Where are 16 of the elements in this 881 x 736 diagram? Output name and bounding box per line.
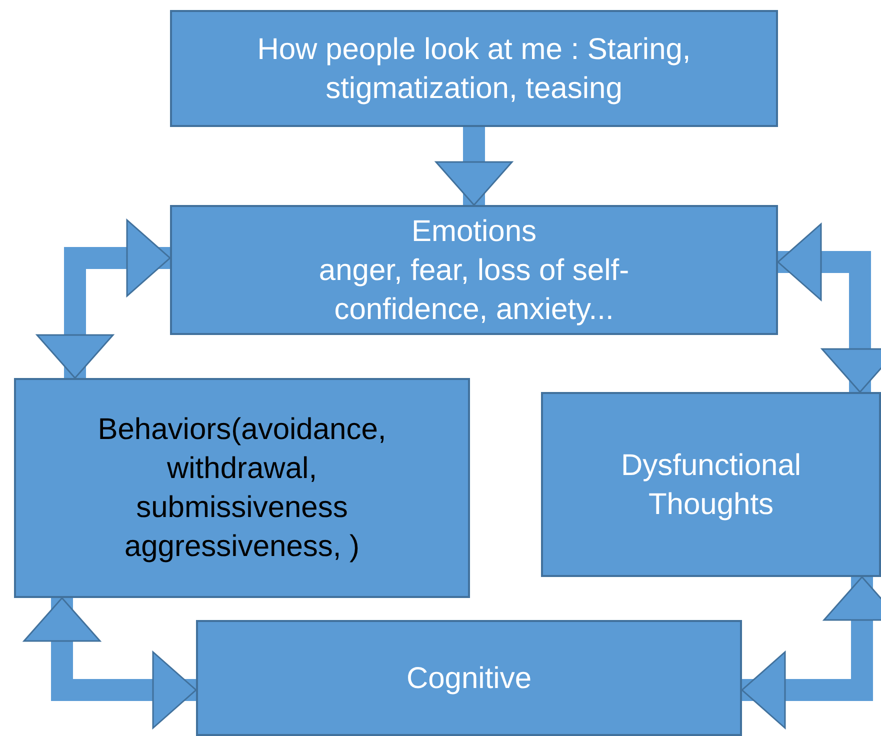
box-text: How people look at me : Staring, stigmatization, teasing: [256, 32, 692, 106]
process-box: [170, 205, 778, 335]
process-box: [14, 378, 470, 598]
box-text: Dysfunctional Thoughts: [620, 448, 802, 522]
process-box: [541, 392, 881, 577]
process-box: [170, 10, 778, 127]
block-arrow: [435, 127, 513, 206]
box-text: Behaviors(avoidance, withdrawal, submissiveness aggressiveness, ): [96, 412, 388, 565]
block-arrow: [36, 219, 171, 379]
box-text: anger, fear, loss of self-confidence, anxiety...: [318, 252, 630, 328]
process-box: [196, 620, 742, 736]
block-arrow: [777, 223, 881, 393]
box-text: Emotions: [411, 214, 537, 250]
box-text: Cognitive: [406, 660, 532, 696]
block-arrow: [741, 576, 881, 729]
block-arrow: [23, 597, 197, 729]
